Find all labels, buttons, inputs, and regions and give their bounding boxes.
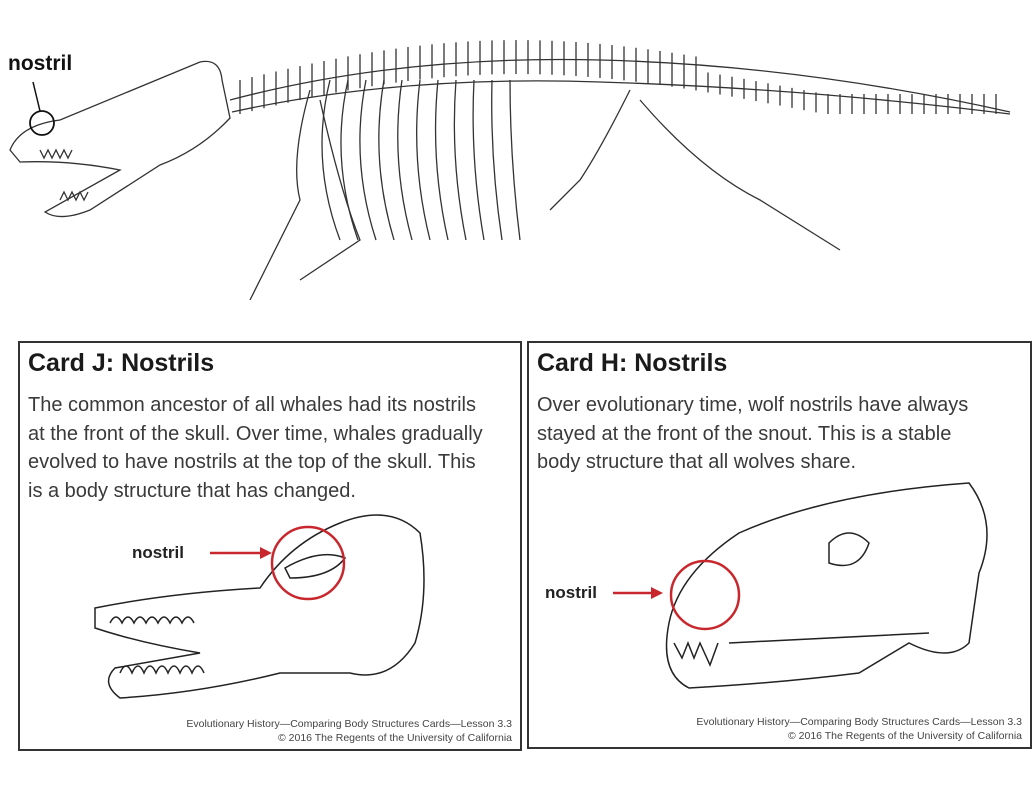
rib: [397, 79, 413, 241]
body-line: is a body structure that has changed.: [28, 479, 356, 502]
rib: [359, 79, 377, 241]
nostril-circle: [669, 559, 741, 631]
footer-line: © 2016 The Regents of the University of …: [788, 730, 1022, 742]
card-h: Card H: Nostrils Over evolutionary time,…: [527, 341, 1032, 749]
body-line: body structure that all wolves share.: [537, 451, 857, 473]
body-line: Over evolutionary time, wolf nostrils ha…: [537, 394, 969, 416]
rib: [340, 79, 359, 241]
card-body: The common ancestor of all whales had it…: [28, 391, 514, 505]
rib: [416, 79, 431, 241]
card-body: Over evolutionary time, wolf nostrils ha…: [537, 391, 1024, 477]
rib: [378, 79, 395, 241]
nostril-circle: [270, 525, 346, 601]
rib: [509, 79, 521, 241]
card-title: Card H: Nostrils: [537, 349, 728, 377]
whale-skull-drawing: [94, 514, 425, 699]
footer-line: Evolutionary History—Comparing Body Stru…: [186, 718, 512, 730]
body-line: evolved to have nostrils at the top of t…: [28, 451, 476, 473]
rib: [491, 79, 503, 241]
rib: [434, 79, 449, 241]
body-line: The common ancestor of all whales had it…: [28, 394, 476, 416]
wolf-skull-drawing: [613, 482, 988, 689]
rib: [453, 79, 467, 241]
nostril-label: nostril: [132, 543, 184, 562]
body-line: stayed at the front of the snout. This i…: [537, 422, 952, 445]
ancestral-whale-skeleton: nostril: [0, 0, 1033, 320]
nostril-circle: [29, 110, 55, 136]
footer-line: © 2016 The Regents of the University of …: [278, 732, 512, 744]
skeleton-drawing: [9, 40, 1011, 301]
card-footer: Evolutionary History—Comparing Body Stru…: [696, 715, 1022, 743]
body-line: at the front of the skull. Over time, wh…: [28, 422, 483, 445]
nostril-label: nostril: [545, 583, 597, 602]
card-j: Card J: Nostrils The common ancestor of …: [18, 341, 522, 751]
card-title: Card J: Nostrils: [28, 349, 215, 377]
nostril-label: nostril: [8, 52, 73, 75]
card-footer: Evolutionary History—Comparing Body Stru…: [186, 717, 512, 745]
rib: [472, 79, 485, 241]
footer-line: Evolutionary History—Comparing Body Stru…: [696, 716, 1022, 728]
rib: [321, 79, 341, 241]
